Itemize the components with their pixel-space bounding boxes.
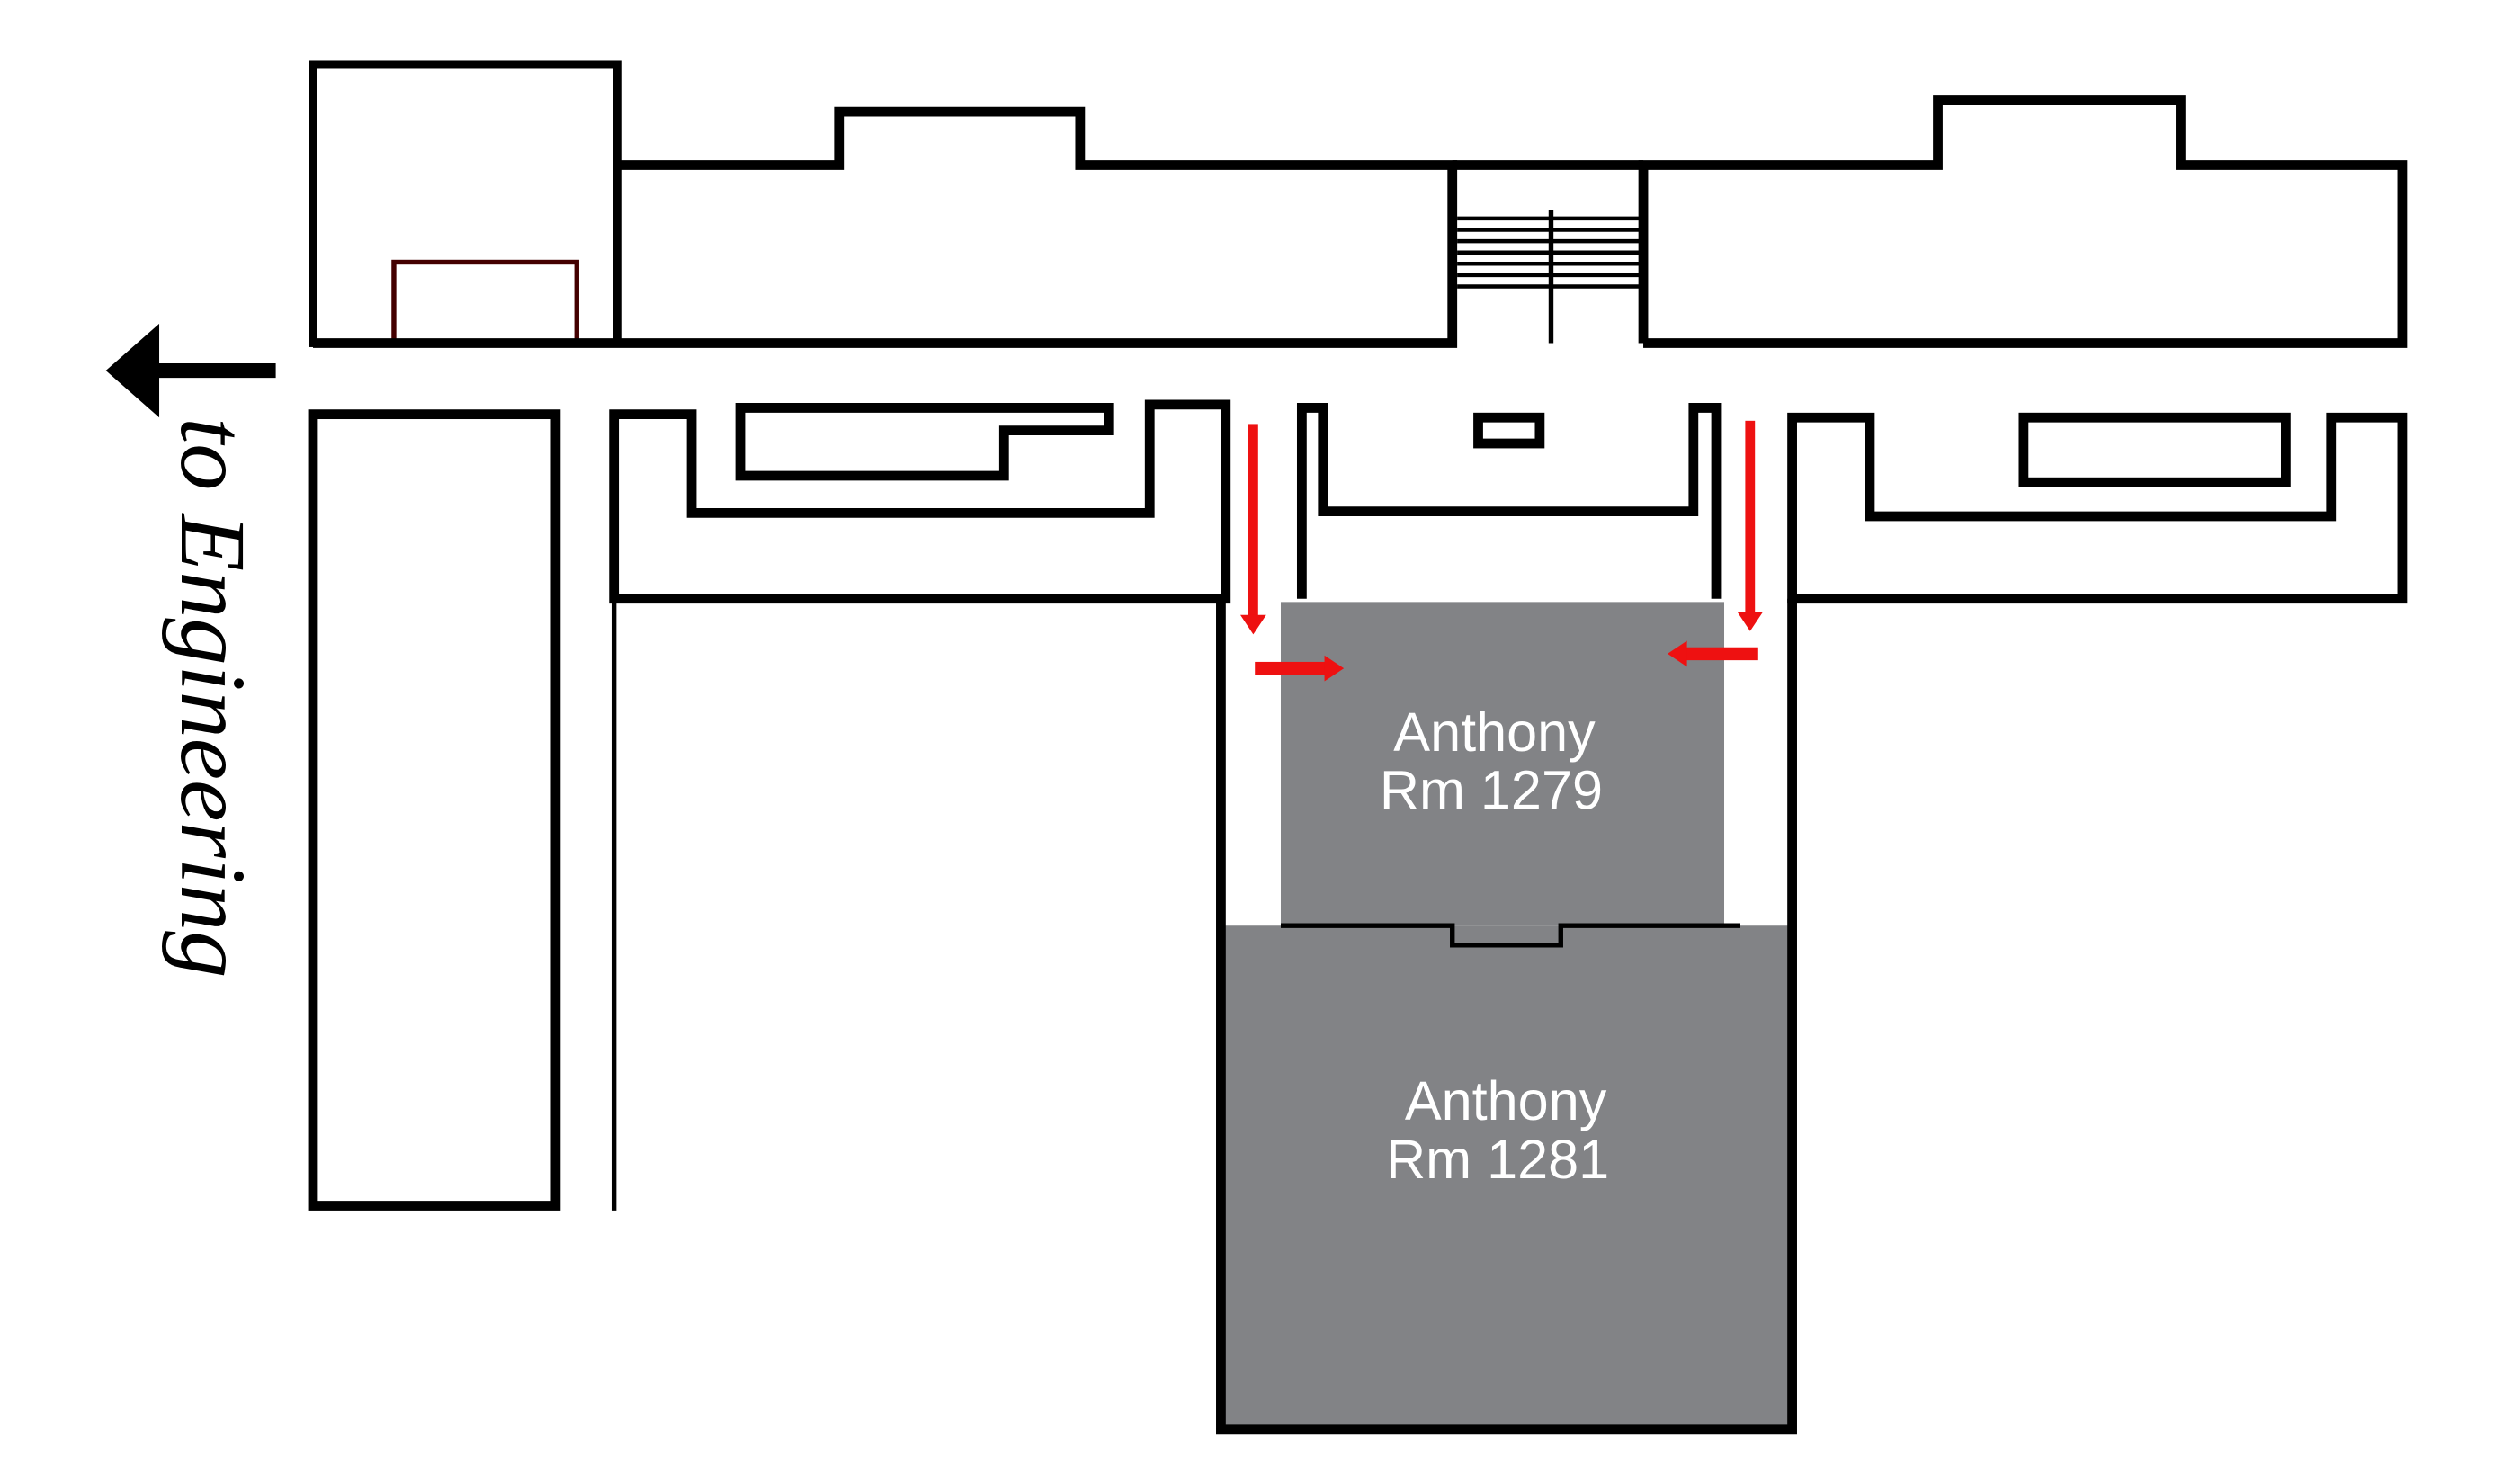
middle-row: [609, 399, 2408, 604]
arrow-left: [1684, 647, 1758, 661]
room-1281[interactable]: [1221, 925, 1793, 1429]
room-1279-number: Rm 1279: [1380, 760, 1603, 821]
to-engineering-arrow: [105, 323, 276, 418]
route-arrows: [1240, 420, 1764, 682]
room-1279-name: Anthony: [1393, 702, 1596, 763]
small-room: [391, 259, 579, 346]
room-1281-name: Anthony: [1405, 1070, 1607, 1131]
corner-room: [309, 60, 622, 347]
arrow-down-right: [1745, 420, 1756, 615]
arrow-right: [1255, 661, 1328, 675]
room-1279[interactable]: [1280, 602, 1725, 926]
room-1281-number: Rm 1281: [1386, 1129, 1609, 1190]
north-building: [309, 60, 2408, 348]
west-building: [308, 409, 561, 1211]
arrow-down-left: [1248, 424, 1258, 619]
direction-label: to Engineering: [161, 417, 265, 978]
stairs: [1457, 210, 1641, 344]
